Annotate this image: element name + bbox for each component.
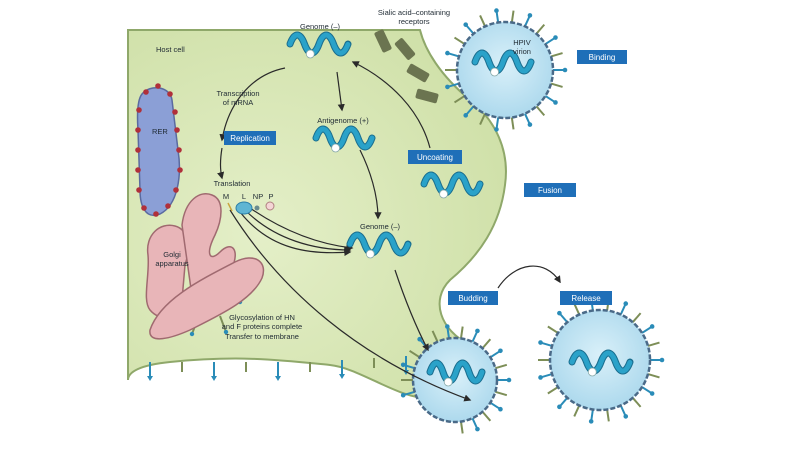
svg-text:Fusion: Fusion <box>538 186 562 195</box>
virion-binding-rna <box>471 49 535 77</box>
receptors-label-2: receptors <box>398 17 430 26</box>
genome-top-label: Genome (–) <box>300 22 341 31</box>
transcription-label: Transcription <box>216 89 259 98</box>
virion-label-2: virion <box>513 47 531 56</box>
stage-budding: Budding <box>448 291 498 305</box>
stage-release: Release <box>560 291 612 305</box>
glyco-label: Glycosylation of HN <box>229 313 295 322</box>
stage-fusion: Fusion <box>524 183 576 197</box>
golgi-label: Golgi <box>163 250 181 259</box>
genome-mid-label: Genome (–) <box>360 222 401 231</box>
glyco-label-3: Transfer to membrane <box>225 332 299 341</box>
svg-text:Budding: Budding <box>458 294 487 303</box>
transcription-label-2: of mRNA <box>223 98 253 107</box>
svg-text:Replication: Replication <box>230 134 270 143</box>
glyco-label-2: and F proteins complete <box>222 322 302 331</box>
stage-replication: Replication <box>224 131 276 145</box>
virion-budding <box>400 324 512 434</box>
antigenome-rna <box>312 125 376 153</box>
protein-l-label: L <box>242 192 246 201</box>
rer-label: RER <box>152 127 168 136</box>
golgi-apparatus <box>145 193 265 340</box>
translation-label: Translation <box>214 179 251 188</box>
svg-text:Binding: Binding <box>589 53 616 62</box>
receptors-label: Sialic acid–containing <box>378 8 450 17</box>
stage-uncoating: Uncoating <box>408 150 462 164</box>
stage-binding: Binding <box>577 50 627 64</box>
svg-text:Uncoating: Uncoating <box>417 153 453 162</box>
virion-budding-rna <box>426 359 486 387</box>
antigenome-label: Antigenome (+) <box>317 116 369 125</box>
protein-m-label: M <box>223 192 229 201</box>
translated-proteins <box>227 201 275 215</box>
genome-mid-rna <box>346 231 412 259</box>
golgi-label-2: apparatus <box>155 259 189 268</box>
protein-p-label: P <box>268 192 273 201</box>
rer <box>135 83 183 217</box>
receptors <box>374 29 439 104</box>
protein-np-label: NP <box>253 192 263 201</box>
flow-arrows <box>217 61 561 402</box>
uncoating-rna <box>420 171 484 199</box>
host-cell-label: Host cell <box>156 45 185 54</box>
virion-release-rna <box>568 349 634 377</box>
genome-top-rna <box>286 31 352 59</box>
virion-binding <box>445 8 568 132</box>
virion-label: HPIV <box>513 38 531 47</box>
svg-text:Release: Release <box>571 294 601 303</box>
